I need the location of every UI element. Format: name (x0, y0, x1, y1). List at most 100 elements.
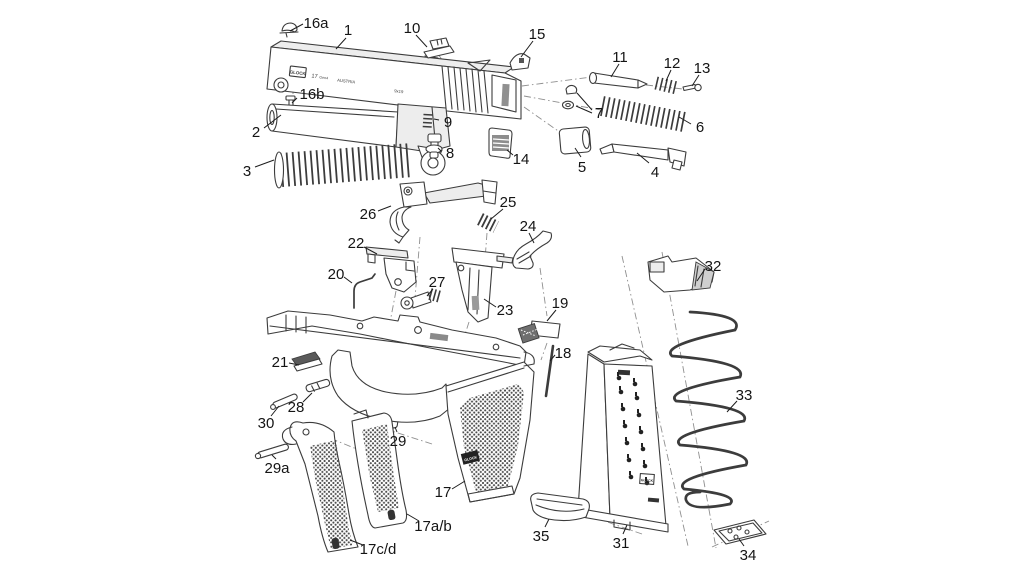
svg-text:12: 12 (664, 55, 681, 72)
part-9-label: 9 (433, 114, 452, 131)
part-29a-label: 29a (264, 454, 290, 477)
svg-text:10: 10 (404, 20, 421, 37)
svg-text:32: 32 (705, 258, 722, 275)
slide-drawing: GLOCK 17 Gen4 AUSTRIA 9x19 (266, 40, 522, 120)
trigger-drawing (389, 179, 498, 244)
part-24-label: 24 (520, 218, 537, 244)
grip-brand-marking: GLOCK (464, 455, 478, 462)
part-19-label: 19 (546, 295, 569, 322)
svg-text:16a: 16a (303, 15, 329, 32)
svg-text:15: 15 (529, 26, 546, 43)
svg-text:20: 20 (328, 266, 345, 283)
part-17-label: 17 (435, 480, 466, 501)
part-27-label: 27 (426, 274, 446, 297)
part-7-cups-drawing (561, 84, 578, 110)
part-35-label: 35 (533, 518, 550, 545)
svg-text:14: 14 (513, 151, 530, 168)
part-16a-drawing (279, 22, 299, 38)
svg-text:22: 22 (348, 235, 365, 252)
part-16a-label: 16a (289, 15, 329, 32)
svg-text:33: 33 (736, 387, 753, 404)
svg-text:7: 7 (595, 105, 603, 122)
part-4-firing-pin-drawing (599, 143, 687, 171)
magazine-floor-plate-drawing (530, 492, 590, 522)
part-7-label: 7 (575, 92, 603, 122)
part-6-label: 6 (678, 116, 704, 136)
svg-text:5: 5 (578, 159, 586, 176)
part-29-label: 29 (390, 426, 407, 450)
part-8-label: 8 (437, 145, 454, 162)
part-13-drawing (682, 83, 702, 92)
front-sight-drawing (509, 53, 531, 71)
part-11-drawing (588, 71, 648, 89)
part-14-label: 14 (506, 149, 530, 168)
part-5-sleeve-drawing (558, 126, 592, 155)
backstrap-17cd-drawing (281, 421, 359, 553)
part-34-label: 34 (738, 538, 757, 564)
svg-text:11: 11 (612, 49, 628, 66)
part-25-label: 25 (490, 194, 517, 220)
svg-text:4: 4 (651, 164, 659, 181)
svg-text:1: 1 (344, 22, 352, 39)
part-18-rod-drawing (544, 344, 555, 398)
svg-text:26: 26 (360, 206, 377, 223)
svg-text:31: 31 (613, 535, 630, 552)
svg-text:29: 29 (390, 433, 407, 450)
svg-text:6: 6 (696, 119, 704, 136)
part-31-label: 31 (613, 524, 630, 552)
svg-text:3: 3 (243, 163, 251, 180)
part-17ab-label: 17a/b (406, 513, 452, 535)
svg-text:27: 27 (429, 274, 446, 291)
svg-text:34: 34 (740, 547, 757, 564)
svg-text:17c/d: 17c/d (360, 541, 397, 558)
part-2-label: 2 (252, 114, 282, 141)
svg-text:29a: 29a (264, 460, 290, 477)
magazine-spring-drawing (669, 310, 749, 509)
svg-text:25: 25 (500, 194, 517, 211)
recoil-spring-drawing (273, 143, 446, 189)
svg-text:24: 24 (520, 218, 537, 235)
part-labels: 16a 1 10 15 16b 2 3 9 8 14 (243, 15, 757, 564)
part-29a-pin-drawing (254, 443, 289, 460)
frame-drawing: GLOCK (266, 310, 535, 503)
part-10-label: 10 (404, 20, 428, 48)
magazine-insert-drawing (713, 519, 767, 545)
part-30-pin-drawing (270, 393, 298, 410)
magazine-witness-holes (616, 372, 650, 486)
svg-text:30: 30 (258, 415, 275, 432)
part-30-label: 30 (258, 405, 280, 432)
part-23-housing-drawing (451, 247, 514, 323)
slide-stop-drawing (512, 230, 553, 270)
part-25-spring-drawing (477, 213, 499, 233)
backstrap-17ab-drawing (351, 409, 408, 529)
svg-text:9: 9 (444, 114, 452, 131)
slide-engraving-origin: AUSTRIA (337, 77, 356, 84)
part-12-spring-drawing (654, 76, 679, 95)
part-28-label: 28 (288, 392, 313, 416)
part-26-label: 26 (360, 205, 392, 223)
slide-cover-plate-drawing (488, 127, 513, 159)
magazine-follower-drawing (647, 255, 715, 293)
part-21-label: 21 (272, 354, 300, 371)
svg-text:13: 13 (694, 60, 711, 77)
part-4-label: 4 (636, 152, 659, 181)
part-18-label: 18 (549, 345, 571, 362)
svg-text:23: 23 (497, 302, 514, 319)
magazine-brand-marking: GLOCK (641, 478, 654, 483)
part-8-plunger-drawing (425, 133, 443, 159)
rear-sight-drawing (423, 37, 455, 59)
part-27-drawing (400, 288, 443, 310)
part-20-label: 20 (328, 266, 353, 284)
svg-text:19: 19 (552, 295, 569, 312)
svg-text:8: 8 (446, 145, 454, 162)
part-12-label: 12 (664, 55, 681, 82)
part-13-label: 13 (691, 60, 711, 87)
svg-text:17a/b: 17a/b (414, 518, 452, 535)
part-5-label: 5 (574, 147, 586, 176)
part-21-drawing (291, 351, 323, 372)
part-22-drawing (365, 246, 417, 293)
part-33-label: 33 (726, 387, 753, 413)
slide-engraving-caliber: 9x19 (394, 88, 404, 94)
slide-engraving: GLOCK 17 Gen4 AUSTRIA 9x19 (288, 65, 404, 94)
part-9-spring-drawing (422, 113, 433, 131)
